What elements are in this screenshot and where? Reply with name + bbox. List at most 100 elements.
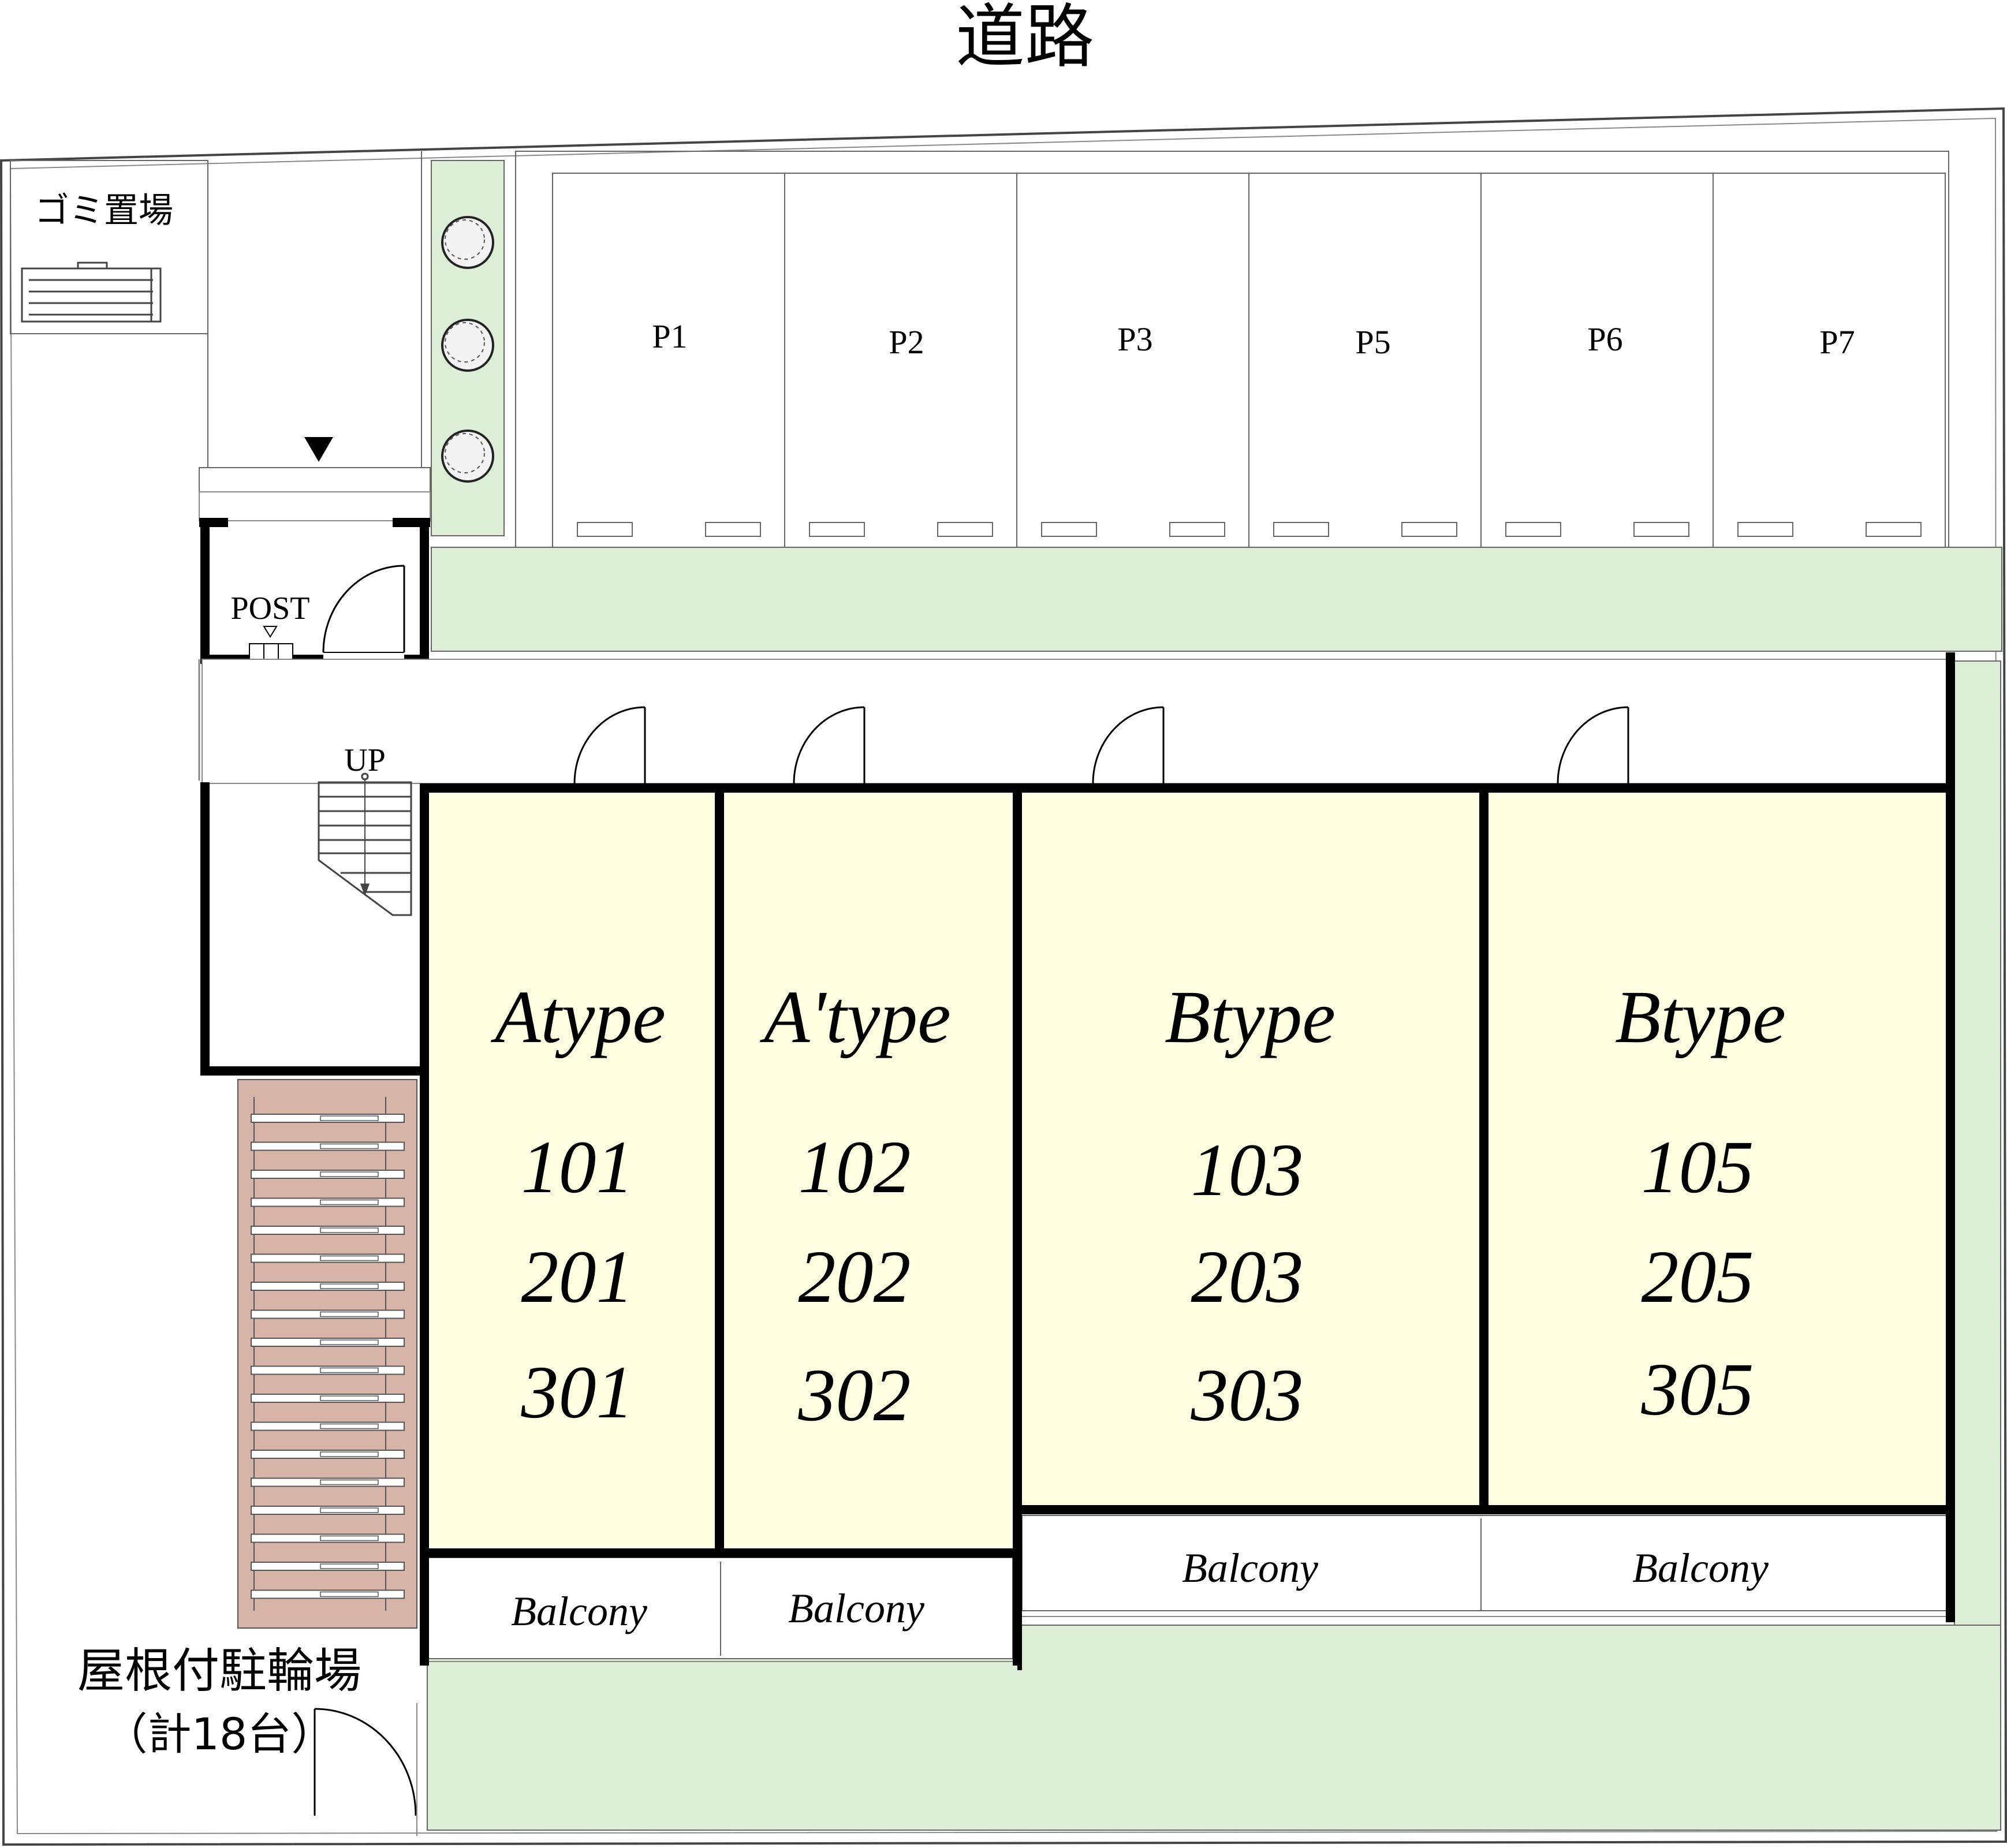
unit-type-label: Btype [1615, 976, 1786, 1059]
bicycle-slot-handle [320, 1507, 379, 1513]
entrance-arrow-icon [304, 437, 333, 462]
unit-door-icon [1557, 706, 1629, 784]
bicycle-slot [251, 1170, 405, 1179]
bicycle-racks [251, 1097, 405, 1611]
room-number: 202 [799, 1235, 911, 1319]
stairs-icon [318, 772, 412, 916]
bicycle-slot-handle [320, 1479, 379, 1485]
unit-door-icon [1092, 706, 1165, 784]
post-arrow-icon [263, 626, 278, 638]
bicycle-slot-handle [320, 1115, 379, 1121]
room-number: 301 [521, 1351, 634, 1434]
parking-space [552, 173, 785, 548]
room-number: 201 [521, 1235, 634, 1319]
room-number: 305 [1641, 1348, 1754, 1431]
bicycle-slot [251, 1226, 405, 1235]
bicycle-slot-handle [320, 1451, 379, 1457]
parking-label-p5: P5 [1355, 323, 1390, 361]
road-label: 道路 [956, 0, 1094, 77]
bicycle-slot-handle [320, 1563, 379, 1569]
site-boundary-inner [9, 117, 1998, 1835]
bicycle-slot [251, 1562, 405, 1571]
balcony-label: Balcony [788, 1585, 924, 1632]
green-area-east [1954, 660, 2001, 1632]
bicycle-slot-handle [320, 1143, 379, 1149]
unit-type-label: Atype [490, 976, 666, 1059]
balcony-label: Balcony [1632, 1545, 1769, 1591]
bicycle-slot-handle [320, 1423, 379, 1429]
bicycle-parking-label: 屋根付駐輪場 [77, 1644, 361, 1698]
bicycle-slot-handle [320, 1367, 379, 1373]
bicycle-slot [251, 1421, 405, 1431]
bicycle-slot-handle [320, 1535, 379, 1541]
parking-space [1016, 173, 1249, 548]
bicycle-slot-handle [320, 1171, 379, 1177]
bicycle-slot-handle [320, 1283, 379, 1289]
bicycle-slot-handle [320, 1591, 379, 1597]
bicycle-slot [251, 1197, 405, 1207]
bicycle-slot [251, 1394, 405, 1403]
unit-b-room-2 [1489, 789, 1950, 1505]
unit-a-prime-room [724, 789, 1013, 1551]
unit-a-room [427, 789, 715, 1551]
parking-space [1480, 173, 1714, 548]
room-number: 102 [799, 1126, 911, 1209]
green-area-south [427, 1625, 2001, 1831]
up-label: UP [344, 742, 386, 778]
gate-door-icon [314, 1708, 417, 1816]
bicycle-slot [251, 1253, 405, 1263]
tree-icon [441, 430, 494, 483]
balcony-label: Balcony [511, 1588, 647, 1634]
bicycle-slot-handle [320, 1339, 379, 1345]
entrance-door-icon [322, 565, 405, 653]
site-boundary [0, 107, 2007, 1846]
bicycle-slot-handle [320, 1395, 379, 1401]
parking-space [1713, 173, 1946, 548]
room-number: 105 [1642, 1126, 1754, 1209]
room-number: 303 [1191, 1354, 1304, 1437]
bicycle-slot-handle [320, 1227, 379, 1233]
bicycle-slot-handle [320, 1199, 379, 1205]
bicycle-slot [251, 1450, 405, 1459]
unit-door-icon [573, 706, 646, 784]
balcony-label: Balcony [1182, 1545, 1318, 1591]
stair-hall-wall [200, 782, 424, 1076]
unit-b-room-1 [1022, 789, 1479, 1505]
building-walls [420, 652, 1955, 1670]
unit-type-label: A'type [759, 976, 951, 1059]
garbage-bin-icon [21, 262, 162, 323]
bicycle-slot [251, 1533, 405, 1543]
parking-label-p6: P6 [1587, 320, 1622, 358]
bicycle-slot [251, 1338, 405, 1347]
parking-lot [515, 151, 1949, 548]
parking-label-p1: P1 [652, 318, 687, 355]
parking-label-p2: P2 [889, 323, 924, 361]
bicycle-slot [251, 1309, 405, 1319]
post-label: POST [231, 591, 310, 626]
wheel-stops [577, 522, 1922, 537]
garbage-label: ゴミ置場 [35, 191, 173, 231]
parking-spaces [552, 173, 1946, 548]
bicycle-slot [251, 1282, 405, 1291]
tree-icon [441, 216, 494, 269]
parking-label-p3: P3 [1117, 320, 1152, 358]
bicycle-slot [251, 1114, 405, 1123]
tree-icon [441, 319, 494, 372]
bicycle-slot [251, 1589, 405, 1599]
room-number: 101 [521, 1126, 634, 1209]
bicycle-slot-handle [320, 1255, 379, 1261]
bicycle-slot [251, 1141, 405, 1151]
parking-label-p7: P7 [1819, 323, 1855, 361]
balcony [1021, 1515, 1951, 1611]
bicycle-slot [251, 1477, 405, 1487]
unit-door-icon [793, 706, 866, 784]
bicycle-roof [237, 1079, 417, 1629]
room-number: 203 [1191, 1235, 1304, 1319]
bicycle-slot-handle [320, 1311, 379, 1317]
bicycle-slot [251, 1365, 405, 1375]
corridor [202, 659, 1955, 784]
bicycle-parking-count: （計18台） [104, 1708, 335, 1760]
bicycle-slot [251, 1506, 405, 1515]
entrance-step [199, 467, 431, 492]
